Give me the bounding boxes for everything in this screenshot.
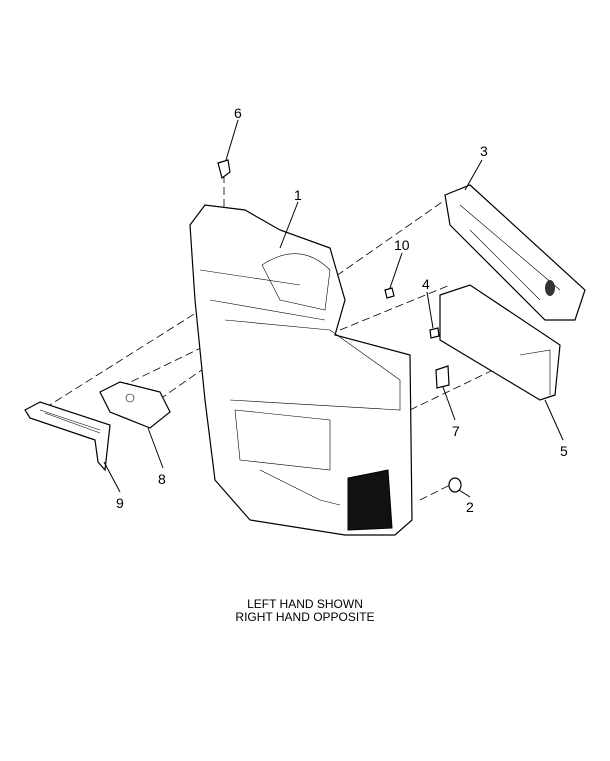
pull-handle	[24, 401, 111, 472]
leader-lines	[103, 119, 564, 498]
inner-panel	[439, 284, 561, 401]
callout-2: 2	[466, 499, 474, 515]
map-pocket	[444, 184, 586, 321]
callout-5: 5	[560, 443, 568, 459]
clip-part-6	[217, 159, 231, 180]
callout-6: 6	[234, 105, 242, 121]
screw-part-10	[384, 287, 395, 299]
caption-line-2: RIGHT HAND OPPOSITE	[235, 610, 375, 624]
diagram-caption: LEFT HAND SHOWN RIGHT HAND OPPOSITE	[0, 598, 610, 624]
callout-1: 1	[294, 187, 302, 203]
callout-9: 9	[116, 495, 124, 511]
door-trim-panel	[189, 204, 413, 536]
callout-10: 10	[394, 237, 410, 253]
plug-part-2	[448, 477, 462, 493]
switch-bezel	[99, 381, 171, 429]
caption-line-1: LEFT HAND SHOWN	[247, 597, 363, 611]
callout-7: 7	[452, 423, 460, 439]
speaker-grille	[347, 469, 393, 531]
callout-3: 3	[480, 143, 488, 159]
callout-4: 4	[422, 276, 430, 292]
pad-part-7	[435, 365, 450, 389]
push-pin-part-4	[429, 327, 440, 339]
callout-8: 8	[158, 471, 166, 487]
